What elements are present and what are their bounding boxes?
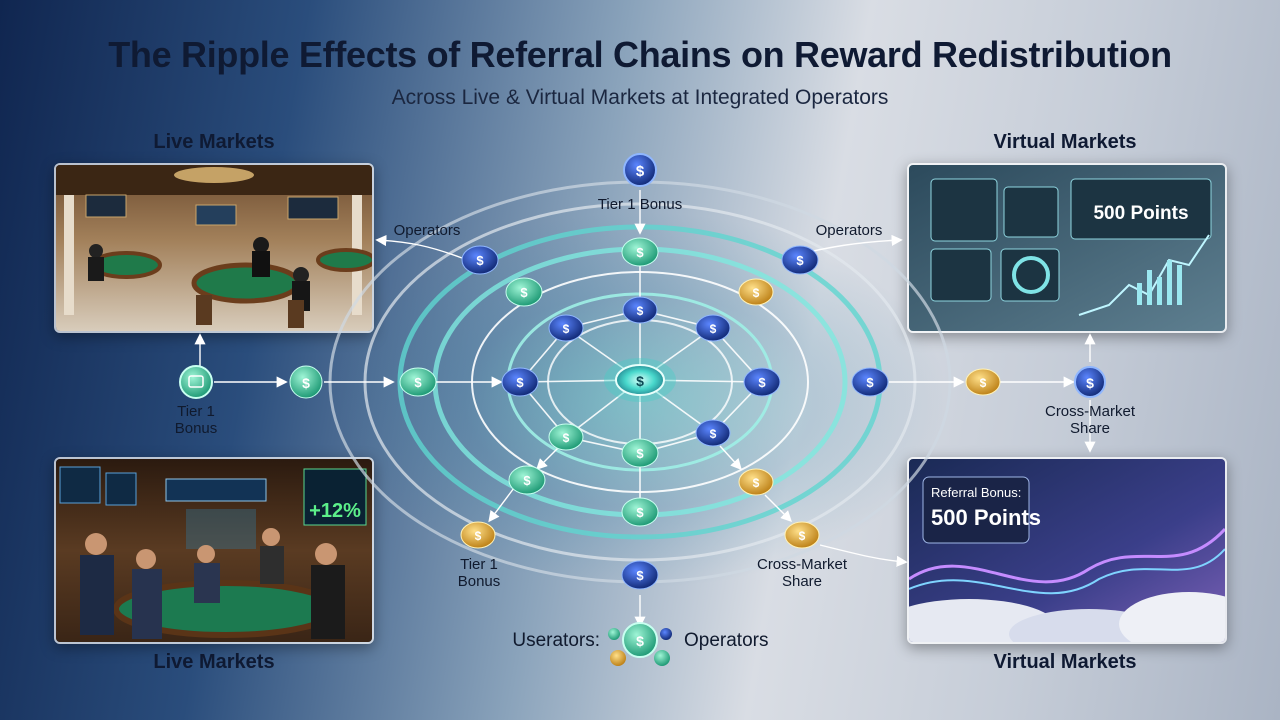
svg-text:$: $ <box>866 375 874 390</box>
coin-navy-ne-outer: $ <box>781 245 819 275</box>
svg-text:$: $ <box>753 476 760 490</box>
coin-navy-cross: $ <box>1074 366 1106 398</box>
svg-text:$: $ <box>636 446 644 461</box>
coin-navy-inner-ne: $ <box>695 314 731 342</box>
label-operators-left: Operators <box>393 222 461 239</box>
coin-navy-bottom: $ <box>621 560 659 590</box>
svg-text:$: $ <box>563 322 570 336</box>
coin-navy-inner-nw: $ <box>548 314 584 342</box>
svg-text:$: $ <box>636 373 644 389</box>
svg-text:$: $ <box>710 427 717 441</box>
svg-text:$: $ <box>563 431 570 445</box>
svg-text:$: $ <box>516 375 524 390</box>
svg-text:$: $ <box>636 568 644 583</box>
label-left-tier-bonus: Tier 1 Bonus <box>156 403 236 437</box>
label-bottom-tier-line2: Bonus <box>457 573 501 590</box>
svg-text:$: $ <box>636 163 645 180</box>
svg-text:$: $ <box>710 322 717 336</box>
virtual-markets-heading-top: Virtual Markets <box>993 131 1137 153</box>
label-bottom-operators: Operators <box>684 630 769 651</box>
svg-text:$: $ <box>636 505 644 520</box>
page-title: The Ripple Effects of Referral Chains on… <box>108 34 1172 75</box>
live-markets-casino-image <box>54 163 374 333</box>
svg-text:$: $ <box>302 375 310 391</box>
live-markets-trading-image: +12% <box>54 457 374 644</box>
coin-teal-w: $ <box>399 367 437 397</box>
coin-teal-s: $ <box>621 497 659 527</box>
svg-text:$: $ <box>637 304 644 318</box>
svg-text:$: $ <box>475 529 482 543</box>
coin-left-tier <box>179 365 213 399</box>
label-left-tier-line2: Bonus <box>174 420 218 437</box>
coin-teal-nw: $ <box>505 277 543 307</box>
svg-text:$: $ <box>636 245 644 260</box>
virtual-markets-points-image: Referral Bonus: 500 Points <box>907 457 1227 644</box>
coin-navy-w: $ <box>501 367 539 397</box>
coin-teal-left: $ <box>289 365 323 399</box>
stock-gain-badge: +12% <box>309 500 361 522</box>
label-right-cross-line2: Share <box>1069 420 1111 437</box>
label-operators-right: Operators <box>815 222 883 239</box>
svg-text:$: $ <box>758 375 766 390</box>
svg-text:$: $ <box>523 473 531 488</box>
svg-text:$: $ <box>796 253 804 268</box>
svg-text:$: $ <box>414 375 422 390</box>
coin-gold-bottom-left: $ <box>460 521 496 549</box>
flow-arrows <box>194 190 1096 628</box>
svg-text:$: $ <box>1086 375 1094 391</box>
label-left-tier-line1: Tier 1 <box>177 403 215 420</box>
referral-bonus-label: Referral Bonus: <box>931 485 1021 500</box>
coin-top-tier: $ <box>623 153 657 187</box>
coin-navy-right: $ <box>851 367 889 397</box>
virtual-points-display: 500 Points <box>1093 203 1188 224</box>
label-bottom-cross-line1: Cross-Market <box>756 556 847 573</box>
label-bottom-tier-bonus: Tier 1 Bonus <box>439 556 519 590</box>
label-bottom-cross-market: Cross-Market Share <box>742 556 862 590</box>
svg-text:$: $ <box>753 286 760 300</box>
svg-text:$: $ <box>520 285 528 300</box>
page-subtitle: Across Live & Virtual Markets at Integra… <box>391 86 889 109</box>
referral-bonus-points: 500 Points <box>931 505 1041 530</box>
coin-navy-inner-n: $ <box>622 296 658 324</box>
label-right-cross-market: Cross-Market Share <box>1030 403 1150 437</box>
svg-text:$: $ <box>799 529 806 543</box>
label-right-cross-line1: Cross-Market <box>1044 403 1135 420</box>
coin-gold-bottom-right: $ <box>784 521 820 549</box>
coin-teal-inner-s: $ <box>621 438 659 468</box>
label-bottom-tier-line1: Tier 1 <box>460 556 498 573</box>
coin-gold-se: $ <box>738 468 774 496</box>
network-hub-icon: $ <box>604 358 676 402</box>
live-markets-heading-top: Live Markets <box>153 131 275 153</box>
coin-navy-inner-se: $ <box>695 419 731 447</box>
coin-cluster-bottom: $ <box>608 622 672 666</box>
svg-text:$: $ <box>636 633 644 649</box>
label-bottom-users: Userators: <box>512 630 600 651</box>
coin-navy-nw-outer: $ <box>461 245 499 275</box>
coin-teal-sw: $ <box>508 465 546 495</box>
coin-gold-ne: $ <box>738 278 774 306</box>
svg-text:$: $ <box>476 253 484 268</box>
virtual-markets-dashboard-image: 500 Points <box>907 163 1227 333</box>
virtual-markets-heading-bottom: Virtual Markets <box>993 651 1137 673</box>
label-top-tier-bonus: Tier 1 Bonus <box>597 196 683 213</box>
coin-navy-e: $ <box>743 367 781 397</box>
coin-teal-inner-sw: $ <box>548 423 584 451</box>
live-markets-heading-bottom: Live Markets <box>153 651 275 673</box>
coin-gold-right: $ <box>965 368 1001 396</box>
coin-nodes: $ $ $ $ $ $ $ $ $ $ $ $ $ $ $ $ $ $ $ $ … <box>179 153 1106 666</box>
coin-teal-n: $ <box>621 237 659 267</box>
label-bottom-cross-line2: Share <box>781 573 823 590</box>
svg-text:$: $ <box>980 376 987 390</box>
